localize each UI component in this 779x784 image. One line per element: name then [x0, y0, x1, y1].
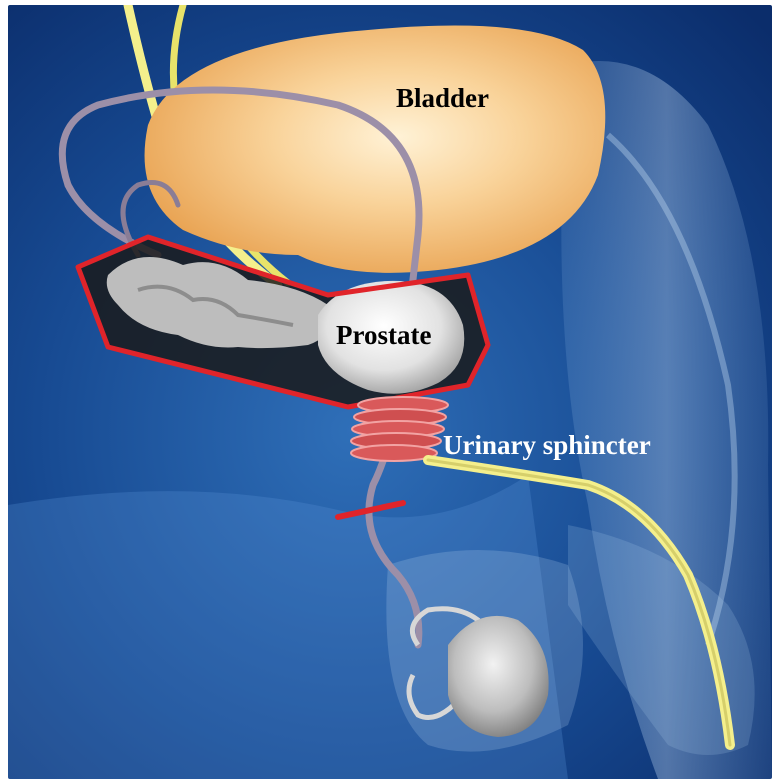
label-urinary-sphincter: Urinary sphincter	[443, 432, 651, 459]
sphincter	[351, 397, 448, 461]
anatomy-svg	[8, 5, 772, 779]
label-prostate: Prostate	[336, 322, 431, 349]
label-bladder: Bladder	[396, 85, 489, 112]
anatomy-illustration: Bladder Prostate Urinary sphincter	[8, 5, 772, 779]
